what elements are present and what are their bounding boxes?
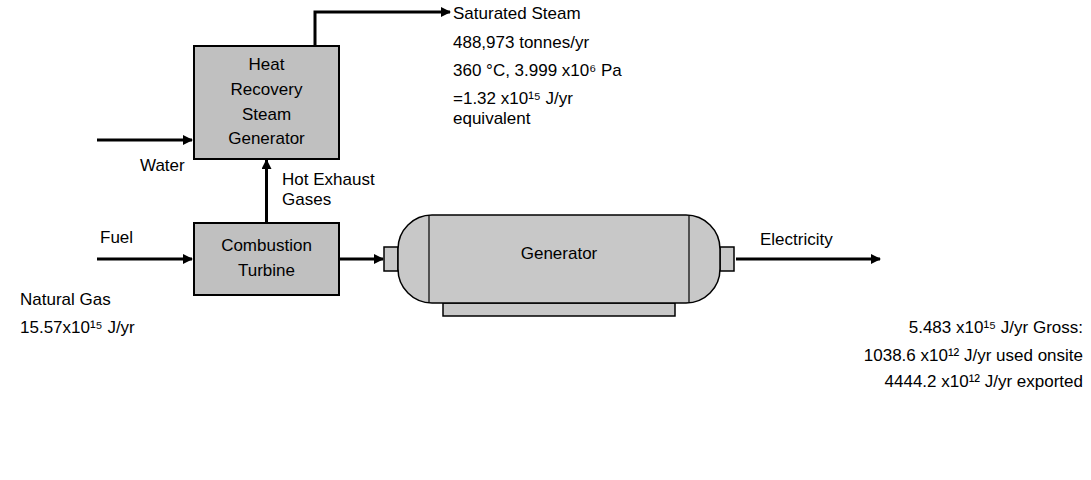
- steam-condition: 360 °C, 3.999 x10⁶ Pa: [453, 61, 622, 81]
- steam-outlet-arrow: [315, 12, 450, 45]
- fuel-quantity: 15.57x10¹⁵ J/yr: [20, 318, 135, 338]
- electricity-quantity: 4444.2 x10¹² J/yr exported: [885, 372, 1083, 392]
- steam-quantity: 488,973 tonnes/yr: [453, 33, 589, 53]
- turbine-box: Combustion Turbine: [193, 222, 340, 296]
- generator-cylinder: Generator: [383, 210, 735, 318]
- flow-arrow: [340, 258, 383, 261]
- inlet-label: Water: [140, 156, 185, 176]
- edge-label: Hot Exhaust Gases: [282, 170, 392, 211]
- node-text: Heat Recovery Steam Generator: [223, 53, 310, 152]
- node-text: Generator: [521, 242, 598, 267]
- flow-arrow: [265, 160, 268, 222]
- outlet-label: Saturated Steam: [453, 4, 581, 24]
- outlet-label: Electricity: [760, 230, 833, 250]
- generator-outline: [383, 210, 735, 318]
- steam-energy: =1.32 x10¹⁵ J/yr equivalent: [453, 89, 618, 130]
- fuel-name: Natural Gas: [20, 290, 111, 310]
- electricity-outlet-arrow: [736, 258, 880, 261]
- electricity-quantity: 1038.6 x10¹² J/yr used onsite: [864, 346, 1083, 366]
- hrsg-box: Heat Recovery Steam Generator: [193, 45, 340, 160]
- inlet-label: Fuel: [100, 228, 133, 248]
- electricity-quantity: 5.483 x10¹⁵ J/yr Gross:: [909, 318, 1083, 338]
- node-text: Combustion Turbine: [209, 234, 324, 283]
- fuel-inlet-arrow: [97, 258, 192, 261]
- water-inlet-arrow: [97, 139, 192, 142]
